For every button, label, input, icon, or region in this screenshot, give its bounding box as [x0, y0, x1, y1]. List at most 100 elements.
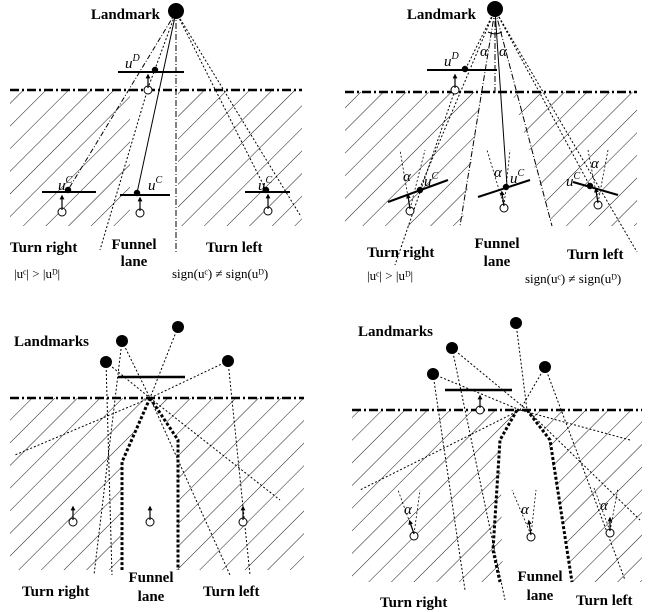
ray: [67, 11, 177, 191]
ray: [136, 11, 177, 194]
heading-arrow: [526, 519, 532, 536]
alpha-label: α: [480, 44, 489, 60]
landmark-dot: [510, 317, 522, 329]
ray: [147, 11, 177, 89]
ray: [519, 409, 631, 441]
turn-right-label: Turn right: [22, 584, 89, 600]
u-c-label: uC: [424, 171, 439, 190]
feature-point: [262, 186, 270, 194]
funnel-boundary: [148, 397, 180, 570]
alpha-guide: [530, 489, 537, 536]
alpha-guide: [503, 149, 511, 207]
landmarks-label: Landmarks: [358, 324, 433, 340]
ray-extension: [494, 9, 638, 253]
landmark-dot: [487, 1, 503, 17]
panel-top-right: α α Landmark uD α uC α uC α: [345, 1, 638, 286]
alpha-guide: [609, 487, 619, 532]
right-condition: |uᶜ| > |uᴰ|: [14, 266, 60, 281]
alpha-guide: [511, 489, 532, 536]
alpha-label: α: [404, 502, 413, 518]
funnel-label: Funnel: [517, 569, 562, 585]
alpha-arc: [487, 31, 496, 35]
ray: [544, 366, 626, 581]
u-c-label: uC: [566, 171, 581, 190]
funnel-label: Funnel: [474, 236, 519, 252]
ray: [93, 340, 123, 576]
alpha-label: α: [591, 156, 600, 172]
landmark-dot: [427, 368, 439, 380]
ray: [121, 340, 151, 399]
u-c-label: uC: [148, 175, 163, 194]
lane-label: lane: [527, 588, 554, 604]
turn-left-label: Turn left: [567, 247, 624, 263]
ray: [494, 9, 508, 187]
feature-point: [586, 182, 594, 190]
ray: [432, 373, 466, 591]
turn-left-label: Turn left: [203, 584, 260, 600]
turn-left-label: Turn left: [576, 593, 633, 609]
cone-edge: [494, 9, 553, 227]
turn-right-label: Turn right: [367, 245, 434, 261]
alpha-arc: [494, 31, 503, 35]
feature-point: [502, 183, 510, 191]
landmark-label: Landmark: [91, 7, 161, 23]
ray: [515, 322, 528, 411]
feature-point: [64, 186, 72, 194]
turn-left-label: Turn left: [206, 240, 263, 256]
landmark-label: Landmark: [407, 7, 477, 23]
panel-bottom-right: Landmarks α α α Turn right Funnel lane T…: [352, 317, 642, 611]
funnel-label: Funnel: [128, 570, 173, 586]
landmark-dot: [539, 361, 551, 373]
left-condition: sign(uᶜ) ≠ sign(uᴰ): [525, 271, 621, 286]
ray: [519, 366, 546, 411]
feature-point: [416, 186, 424, 194]
alpha-guide: [587, 149, 599, 204]
landmark-dot: [172, 321, 184, 333]
ray: [464, 9, 496, 71]
ray: [149, 397, 231, 576]
lane-label: lane: [138, 589, 165, 605]
ray: [451, 347, 528, 411]
ray: [494, 9, 591, 187]
ray: [432, 373, 521, 411]
ray: [149, 360, 229, 399]
ray-extension: [394, 89, 456, 266]
turn-right-label: Turn right: [380, 595, 447, 611]
funnel-lane-region: [462, 92, 552, 226]
landmarks-label: Landmarks: [14, 334, 89, 350]
ray: [105, 361, 113, 576]
lane-label: lane: [121, 254, 148, 270]
alpha-label: α: [600, 498, 609, 514]
feature-point: [151, 66, 159, 74]
heading-arrow: [499, 190, 505, 207]
landmark-dot: [116, 335, 128, 347]
ray: [419, 9, 496, 189]
panel-bottom-left: Landmarks Turn right Funnel lane Turn le…: [10, 321, 304, 605]
funnel-lane-region: [122, 398, 178, 570]
funnel-boundary: [525, 409, 574, 583]
funnel-lane-region: [500, 410, 572, 582]
ray: [451, 347, 506, 601]
alpha-label: α: [494, 165, 503, 181]
funnel-label: Funnel: [111, 237, 156, 253]
funnel-boundary: [491, 409, 519, 583]
alpha-label: α: [521, 502, 530, 518]
heading-arrow: [593, 187, 599, 204]
ray: [149, 397, 281, 501]
landmark-dot: [222, 355, 234, 367]
right-condition: |uᶜ| > |uᴰ|: [367, 268, 413, 283]
landmark-dot: [168, 3, 184, 19]
alpha-guide: [597, 149, 609, 204]
heading-arrow: [405, 193, 411, 210]
alpha-guide: [399, 149, 411, 210]
u-c-label: uC: [258, 175, 273, 194]
alpha-label: α: [403, 169, 412, 185]
feature-point: [133, 189, 141, 197]
ray-extension: [99, 87, 149, 251]
u-d-label: uD: [125, 53, 141, 72]
heading-arrow: [408, 519, 415, 535]
funnel-boundary: [120, 397, 152, 570]
ray: [14, 397, 151, 456]
feature-point: [461, 65, 469, 73]
u-c-label: uC: [510, 168, 525, 187]
